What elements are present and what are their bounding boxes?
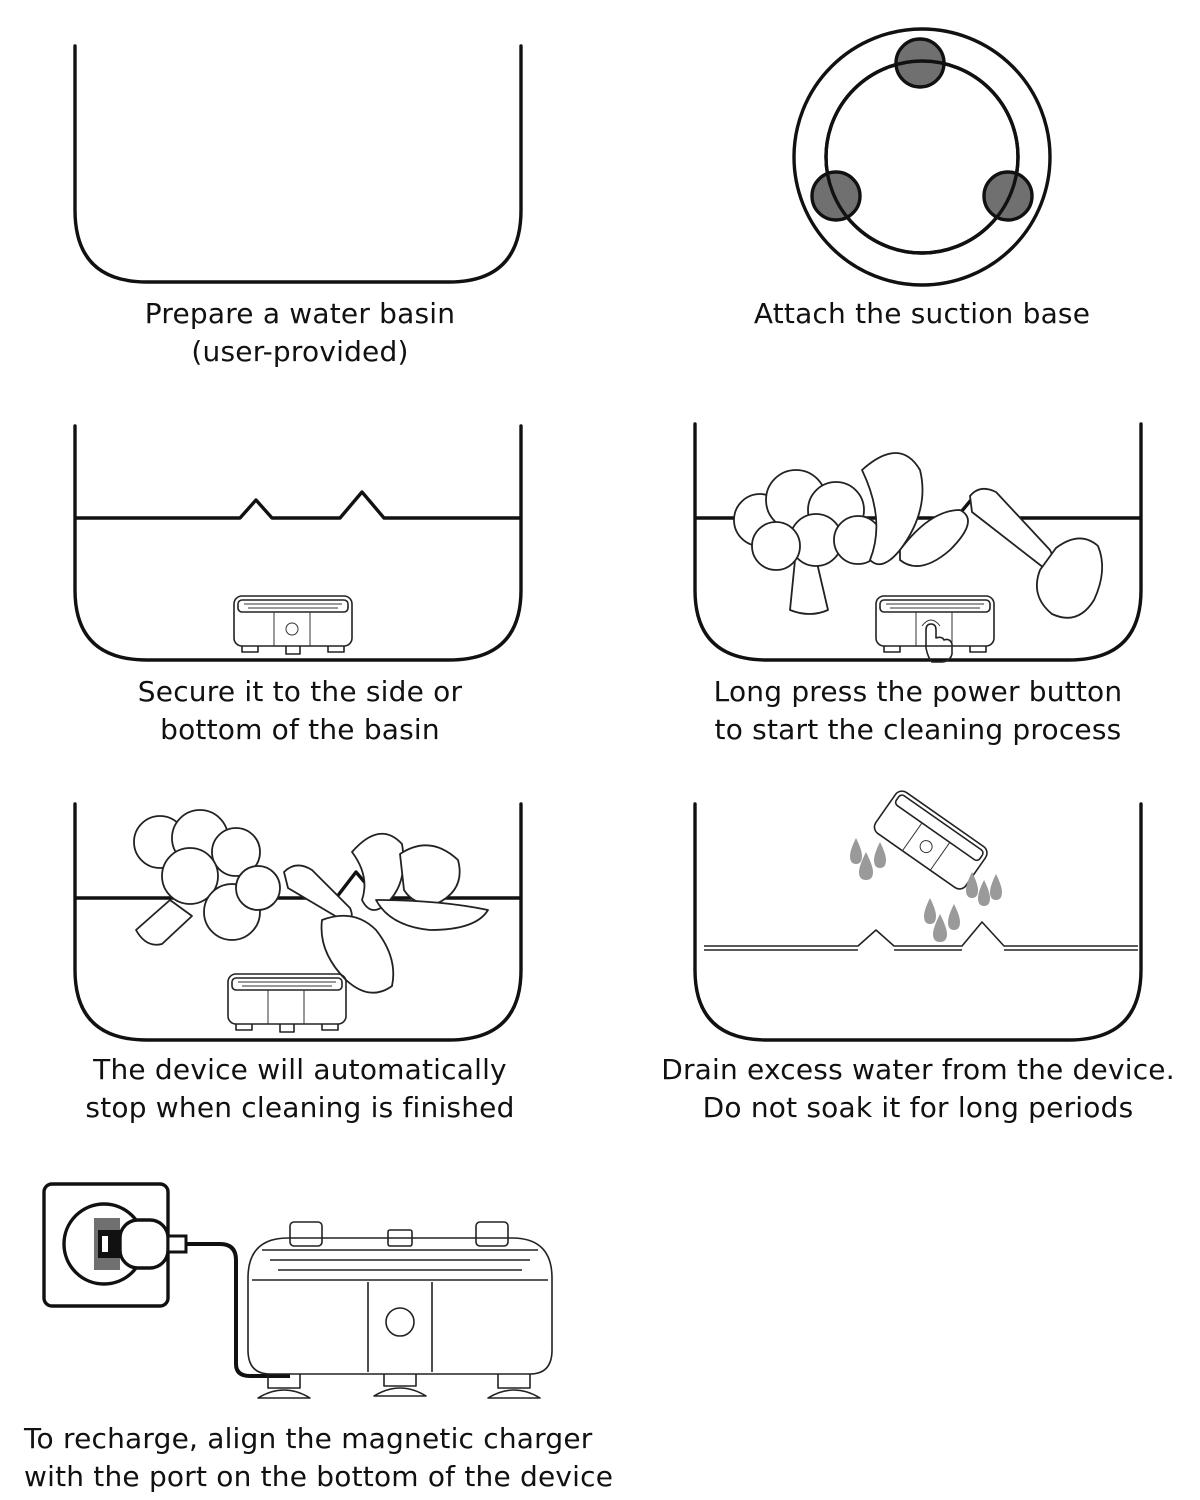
step-2: Attach the suction base xyxy=(600,0,1200,380)
step-1: Prepare a water basin (user-provided) xyxy=(0,0,600,380)
step-6-caption: Drain excess water from the device. Do n… xyxy=(618,1051,1200,1127)
leafy-greens xyxy=(351,832,489,931)
water-line xyxy=(704,921,1138,947)
device-finished-illustration xyxy=(73,802,523,1042)
bell-pepper xyxy=(320,914,395,994)
device-in-basin-illustration xyxy=(73,424,523,662)
broccoli xyxy=(733,469,883,615)
empty-basin-illustration xyxy=(73,44,523,284)
step-5-caption: The device will automatically stop when … xyxy=(0,1051,600,1127)
charging-cable xyxy=(186,1242,290,1378)
caption-line: To recharge, align the magnetic charger xyxy=(24,1422,593,1455)
suction-cup-icon xyxy=(257,1387,541,1399)
caption-line: Secure it to the side or xyxy=(137,675,463,708)
hand-press-icon xyxy=(921,619,953,663)
step-3-caption: Secure it to the side or bottom of the b… xyxy=(0,673,600,749)
suction-base-illustration xyxy=(792,27,1052,287)
step-7: To recharge, align the magnetic charger … xyxy=(0,1160,640,1500)
caption-line: Attach the suction base xyxy=(753,297,1091,330)
carrot xyxy=(969,487,1055,570)
step-2-caption: Attach the suction base xyxy=(622,295,1200,333)
power-plug-icon xyxy=(94,1218,188,1270)
broccoli xyxy=(133,809,281,946)
cleaning-device xyxy=(873,790,988,890)
device-draining-illustration xyxy=(693,790,1143,1042)
step-4-caption: Long press the power button to start the… xyxy=(618,673,1200,749)
device-with-produce-illustration xyxy=(693,422,1143,663)
caption-line: to start the cleaning process xyxy=(714,713,1122,746)
step-5: The device will automatically stop when … xyxy=(0,780,600,1140)
caption-line: Do not soak it for long periods xyxy=(702,1091,1134,1124)
water-line xyxy=(74,490,522,520)
caption-line: bottom of the basin xyxy=(160,713,440,746)
caption-line: The device will automatically xyxy=(93,1053,507,1086)
caption-line: (user-provided) xyxy=(191,335,409,368)
step-3: Secure it to the side or bottom of the b… xyxy=(0,400,600,760)
step-7-caption: To recharge, align the magnetic charger … xyxy=(24,1420,624,1496)
step-4: Long press the power button to start the… xyxy=(600,400,1200,760)
cleaning-device xyxy=(247,1221,553,1399)
magnetic-charger-illustration xyxy=(42,1182,553,1399)
caption-line: Long press the power button xyxy=(713,675,1123,708)
water-drop-icon xyxy=(850,838,1002,942)
cleaning-device xyxy=(875,595,995,653)
step-1-caption: Prepare a water basin (user-provided) xyxy=(0,295,600,371)
caption-line: stop when cleaning is finished xyxy=(85,1091,515,1124)
cleaning-device xyxy=(233,595,353,655)
caption-line: Drain excess water from the device. xyxy=(661,1053,1175,1086)
caption-line: Prepare a water basin xyxy=(144,297,456,330)
cleaning-device xyxy=(227,973,347,1033)
caption-line: with the port on the bottom of the devic… xyxy=(24,1460,614,1493)
bell-pepper xyxy=(1036,537,1104,619)
leafy-greens xyxy=(861,452,969,567)
step-6: Drain excess water from the device. Do n… xyxy=(600,780,1200,1140)
